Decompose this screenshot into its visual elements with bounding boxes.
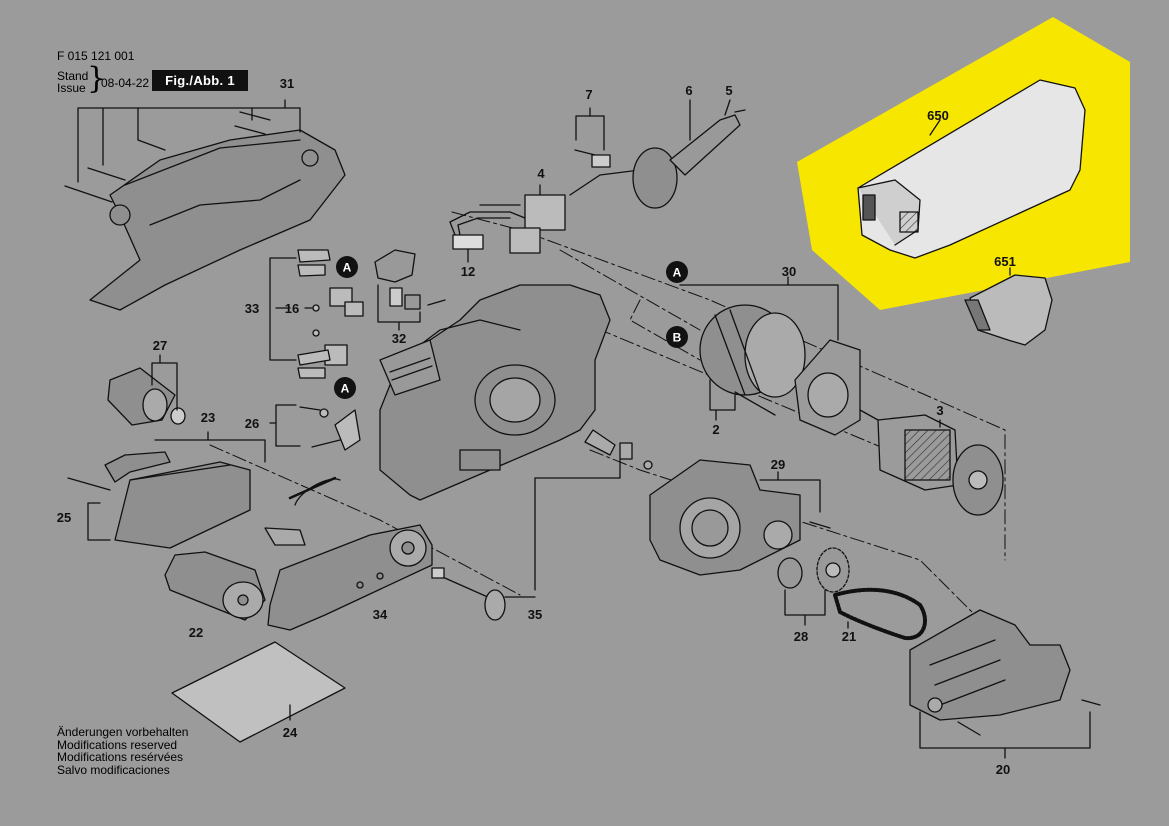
leader-29 [759,471,821,513]
label-5: 5 [725,83,732,98]
label-2: 2 [712,422,719,437]
belt-frame [267,524,433,631]
label-30: 30 [782,264,796,279]
label-25: 25 [57,510,71,525]
adapter-part [964,267,1053,346]
label-6: 6 [685,83,692,98]
figure-label: Fig./Abb. 1 [152,70,248,91]
issue-label: Issue [57,81,86,95]
leader-23-25 [87,431,266,541]
note-english: Modifications reserved [57,737,178,752]
label-34: 34 [373,607,388,622]
housing-shell [89,129,346,311]
leader-31 [77,99,301,183]
leader-26 [269,404,301,447]
issue-date: 08-04-22 [101,76,150,90]
drive-belt [833,587,927,641]
label-4: 4 [537,166,545,181]
label-7: 7 [585,87,592,102]
leader-28 [784,589,826,626]
label-27: 27 [153,338,167,353]
callout-a-1: A [336,256,358,278]
rotor-small-parts [584,429,653,470]
dust-bag [857,79,1086,259]
screw-2 [734,391,776,416]
leader-32 [377,284,421,331]
leader-20 [919,711,1091,759]
leader-30 [679,276,839,341]
note-german: Änderungen vorbehalten [57,725,189,739]
label-21: 21 [842,629,856,644]
label-12: 12 [461,264,475,279]
screws-31 [64,111,271,203]
label-29: 29 [771,457,785,472]
label-22: 22 [189,625,203,640]
label-16: 16 [285,301,299,316]
callout-b: B [666,326,688,348]
label-28: 28 [794,629,808,644]
brush-cap [374,249,446,310]
label-3: 3 [936,403,943,418]
brace-icon: } [87,61,107,96]
label-20: 20 [996,762,1010,777]
svg-text:B: B [673,331,682,345]
capacitor-part [449,211,526,263]
label-650: 650 [927,108,949,123]
label-35: 35 [528,607,542,622]
drive-shaft [431,567,506,621]
gear-pair [777,547,850,593]
label-33: 33 [245,301,259,316]
leader-33 [269,257,314,361]
label-31: 31 [280,76,294,91]
callout-a-3: A [666,261,688,283]
part-labels: 31 7 6 5 4 12 650 651 30 33 16 32 27 23 … [57,76,1016,777]
modification-notes: Änderungen vorbehalten Modifications res… [57,726,188,776]
leader-35 [504,459,621,598]
leader-2 [709,379,736,421]
document-number: F 015 121 001 [57,49,135,63]
armature-part [859,409,1004,516]
cable-assembly [569,99,746,209]
label-24: 24 [283,725,298,740]
gear-housing [649,459,831,576]
lever-part [299,406,361,451]
note-spanish: Salvo modificaciones [57,762,170,777]
dust-outlet [909,609,1101,736]
motor-housing [379,284,611,501]
switch-part [479,184,566,254]
label-32: 32 [392,331,406,346]
stand-label: Stand [57,69,89,83]
svg-text:A: A [341,382,350,396]
tensioner-assembly [67,451,341,549]
brush-holders [297,249,364,379]
callout-a-2: A [334,377,356,399]
svg-text:A: A [343,261,352,275]
bushing-part [107,354,186,426]
label-23: 23 [201,410,215,425]
svg-text:A: A [673,266,682,280]
label-651: 651 [994,254,1016,269]
base-plate [171,641,346,743]
note-french: Modifications resérvées [57,750,184,765]
stator-part [699,304,861,436]
roller-part [164,527,306,621]
label-26: 26 [245,416,259,431]
